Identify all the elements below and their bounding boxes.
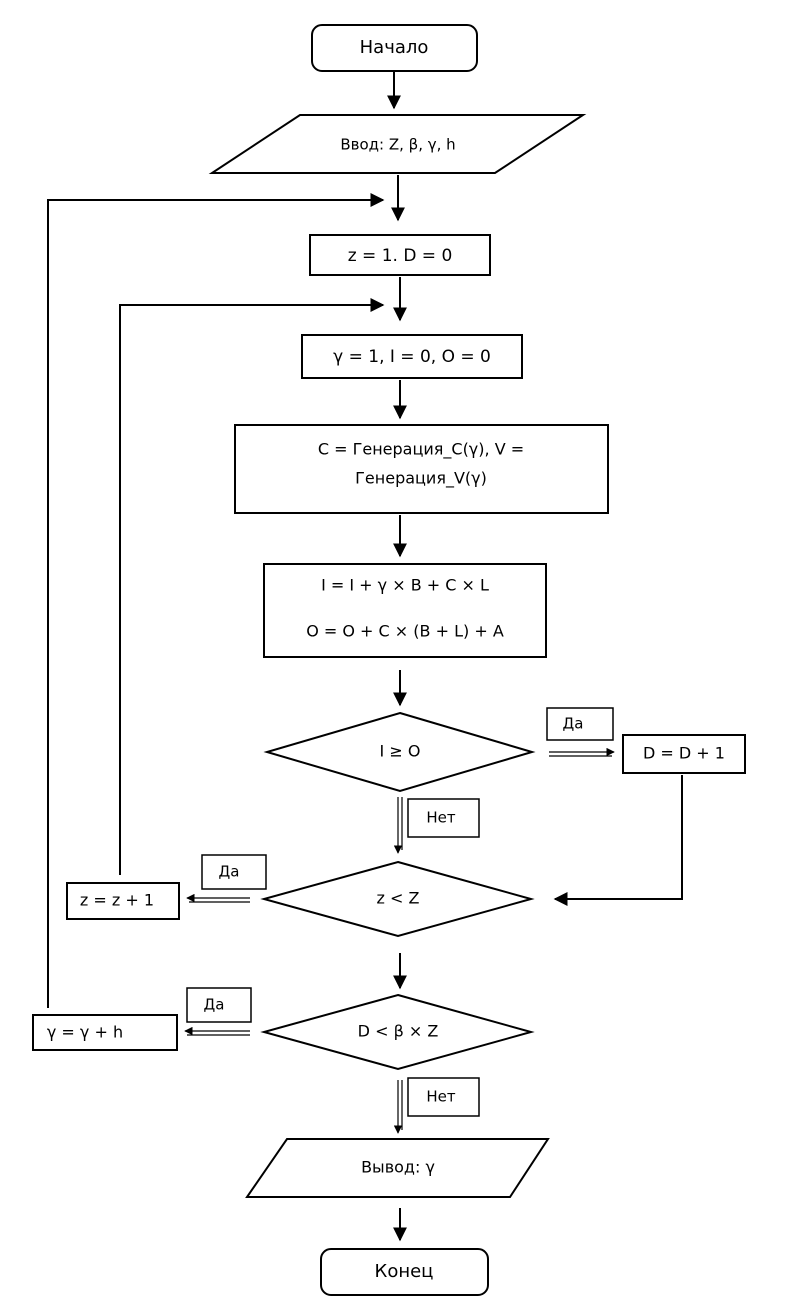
- yes-label-2: Да: [219, 863, 240, 881]
- inc-y-node: γ = γ + h: [32, 1014, 178, 1051]
- loop-back-initz: [47, 193, 385, 1008]
- end-terminal: Конец: [320, 1248, 489, 1296]
- init-z-label: z = 1. D = 0: [348, 246, 453, 266]
- yes-tag-3: Да: [186, 987, 252, 1023]
- calculation-label-2: O = O + C × (B + L) + A: [306, 622, 504, 641]
- input-node: Ввод: Z, β, γ, h: [208, 114, 587, 174]
- no-tag-3: Нет: [407, 1077, 480, 1117]
- inc-d-node: D = D + 1: [622, 734, 746, 774]
- calculation-node: I = I + γ × B + C × L O = O + C × (B + L…: [263, 563, 547, 658]
- decision-i-ge-o: I ≥ O: [263, 711, 536, 793]
- decision-z-lt-z-label: z < Z: [377, 889, 420, 908]
- start-label: Начало: [360, 37, 429, 58]
- init-z-node: z = 1. D = 0: [309, 234, 491, 276]
- no-tag-1: Нет: [407, 798, 480, 838]
- output-node: Вывод: γ: [245, 1138, 550, 1198]
- input-label: Ввод: Z, β, γ, h: [340, 136, 455, 154]
- calculation-label-1: I = I + γ × B + C × L: [321, 576, 489, 595]
- generation-label-1: C = Генерация_C(γ), V =: [318, 440, 524, 460]
- decision-i-ge-o-label: I ≥ O: [380, 742, 421, 761]
- yes-tag-1: Да: [546, 707, 614, 741]
- inc-z-label: z = z + 1: [80, 891, 154, 910]
- no-label-1: Нет: [426, 809, 456, 827]
- inc-d-label: D = D + 1: [643, 744, 725, 763]
- decision-z-lt-z: z < Z: [260, 860, 535, 938]
- arrow-incd-cond2: [553, 775, 683, 906]
- inc-y-label: γ = γ + h: [47, 1023, 123, 1042]
- output-label: Вывод: γ: [361, 1158, 435, 1177]
- end-label: Конец: [375, 1261, 434, 1282]
- decision-d-lt-bz: D < β × Z: [260, 993, 535, 1071]
- init-y-node: γ = 1, I = 0, O = 0: [301, 334, 523, 379]
- start-terminal: Начало: [311, 24, 478, 72]
- yes-tag-2: Да: [201, 854, 267, 890]
- no-label-3: Нет: [426, 1088, 456, 1106]
- init-y-label: γ = 1, I = 0, O = 0: [333, 347, 491, 367]
- decision-d-lt-bz-label: D < β × Z: [358, 1022, 439, 1041]
- generation-label-2: Генерация_V(γ): [355, 469, 487, 489]
- generation-node: C = Генерация_C(γ), V = Генерация_V(γ): [234, 424, 609, 514]
- yes-label-3: Да: [204, 996, 225, 1014]
- inc-z-node: z = z + 1: [66, 882, 180, 920]
- yes-label-1: Да: [563, 715, 584, 733]
- loop-back-inity: [119, 298, 385, 875]
